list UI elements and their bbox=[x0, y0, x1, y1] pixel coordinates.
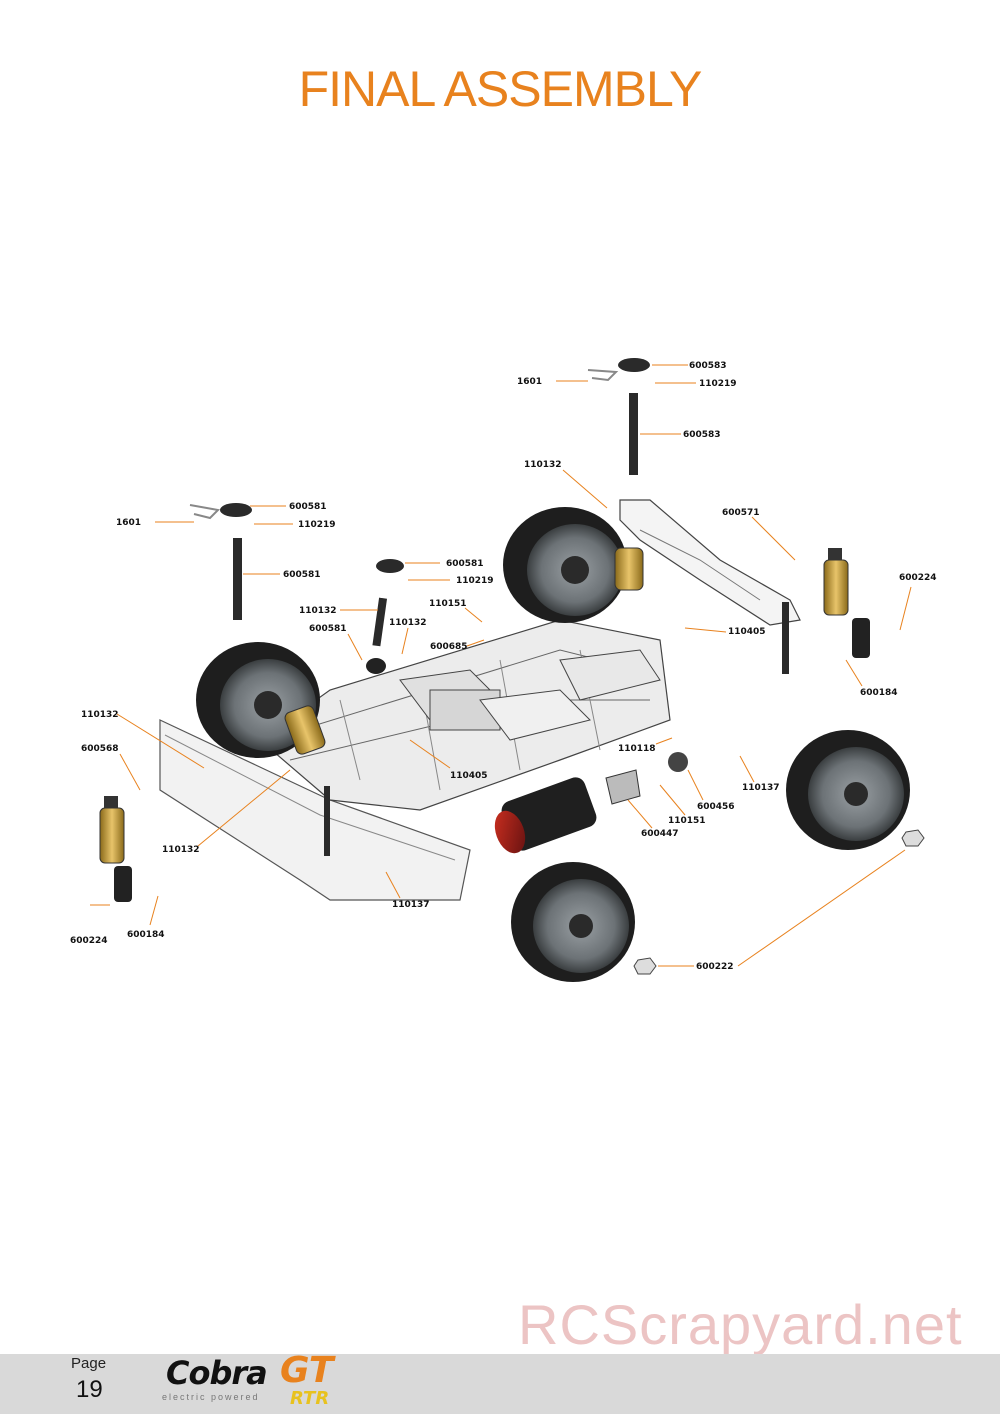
part-label: 600184 bbox=[860, 688, 898, 698]
body-post-front bbox=[324, 786, 330, 856]
page-word: Page bbox=[71, 1355, 107, 1372]
part-label: 600222 bbox=[696, 962, 734, 972]
part-label: 600224 bbox=[899, 573, 937, 583]
part-label: 1601 bbox=[116, 518, 141, 528]
logo-rtr-text: RTR bbox=[290, 1388, 330, 1409]
part-label: 110405 bbox=[728, 627, 766, 637]
body-post-front-left bbox=[233, 538, 242, 620]
wheel-nuts bbox=[633, 829, 925, 975]
part-label: 110132 bbox=[524, 460, 562, 470]
motor-mount bbox=[605, 769, 641, 805]
part-label: 110219 bbox=[298, 520, 336, 530]
shock-loose-left bbox=[99, 796, 132, 902]
part-labels: 600583 1601 110219 600583 110132 600581 … bbox=[70, 361, 937, 972]
wheel-rear-right bbox=[786, 730, 910, 850]
part-label: 600583 bbox=[689, 361, 727, 371]
part-label: 600583 bbox=[683, 430, 721, 440]
shock-rear bbox=[614, 547, 644, 591]
part-label: 110132 bbox=[81, 710, 119, 720]
footer-bar bbox=[0, 1354, 1000, 1414]
page-number: 19 bbox=[76, 1376, 103, 1403]
pinion-gear bbox=[668, 752, 688, 772]
logo-sub-text: electric powered bbox=[162, 1392, 260, 1402]
part-label: 600224 bbox=[70, 936, 108, 946]
part-label: 600685 bbox=[430, 642, 468, 652]
part-label: 600456 bbox=[697, 802, 735, 812]
part-label: 1601 bbox=[517, 377, 542, 387]
shock-front bbox=[284, 705, 326, 755]
part-label: 110151 bbox=[668, 816, 706, 826]
leader-lines bbox=[90, 364, 912, 967]
body-post-mid bbox=[372, 597, 388, 647]
part-label: 110137 bbox=[742, 783, 780, 793]
part-label: 600184 bbox=[127, 930, 165, 940]
part-label: 600581 bbox=[289, 502, 327, 512]
shock-loose-right bbox=[823, 548, 870, 658]
radio-tray bbox=[399, 649, 661, 741]
body-posts bbox=[233, 393, 789, 856]
body-post-rear-right bbox=[782, 602, 789, 674]
watermark: RCScrapyard.net bbox=[518, 1293, 963, 1356]
wheel-front-right bbox=[511, 862, 635, 982]
logo-main-text: Cobra bbox=[166, 1354, 268, 1392]
body-clips bbox=[189, 358, 650, 674]
part-label: 110137 bbox=[392, 900, 430, 910]
page-title: FINAL ASSEMBLY bbox=[298, 61, 703, 117]
motor bbox=[494, 777, 597, 854]
wheel-rear-left bbox=[503, 507, 627, 623]
part-label: 110219 bbox=[456, 576, 494, 586]
part-label: 110132 bbox=[162, 845, 200, 855]
part-label: 600447 bbox=[641, 829, 679, 839]
part-label: 600571 bbox=[722, 508, 760, 518]
part-label: 600581 bbox=[309, 624, 347, 634]
part-label: 110219 bbox=[699, 379, 737, 389]
part-label: 600568 bbox=[81, 744, 119, 754]
part-label: 110118 bbox=[618, 744, 656, 754]
part-label: 600581 bbox=[446, 559, 484, 569]
part-label: 600581 bbox=[283, 570, 321, 580]
logo-gt-text: GT bbox=[280, 1350, 334, 1391]
part-label: 110132 bbox=[389, 618, 427, 628]
front-bumper bbox=[159, 719, 471, 901]
part-label: 110132 bbox=[299, 606, 337, 616]
rear-upper-deck bbox=[619, 499, 801, 626]
body-post-rear bbox=[629, 393, 638, 475]
part-label: 110405 bbox=[450, 771, 488, 781]
part-label: 110151 bbox=[429, 599, 467, 609]
brand-logo: Cobra GT electric powered RTR bbox=[162, 1350, 352, 1414]
